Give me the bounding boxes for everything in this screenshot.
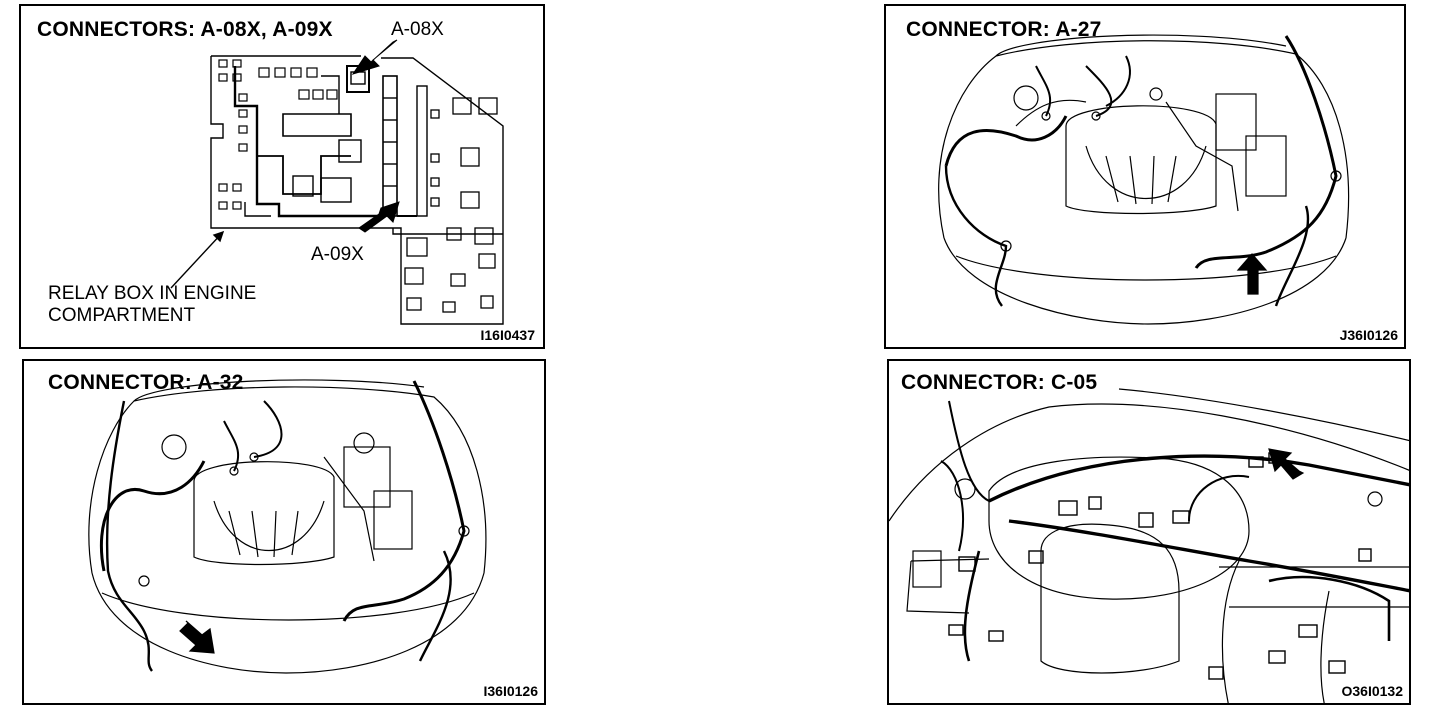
diagram-panel-a32: CONNECTOR: A-32 I36I0126 — [22, 359, 546, 705]
panel-title: CONNECTOR: A-32 — [48, 371, 244, 394]
figure-code: J36I0126 — [1339, 327, 1398, 343]
relay-box-drawing — [170, 39, 504, 325]
location-label-line-2: COMPARTMENT — [48, 305, 196, 326]
callout-a09x: A-09X — [311, 244, 364, 265]
panel-title: CONNECTOR: C-05 — [901, 371, 1098, 394]
location-label-line-1: RELAY BOX IN ENGINE — [48, 283, 257, 304]
engine-compartment-drawing — [938, 34, 1350, 325]
dashboard-harness-drawing — [889, 388, 1409, 703]
figure-code: I16I0437 — [480, 327, 536, 343]
callout-a08x: A-08X — [391, 19, 444, 40]
diagram-panel-a27: CONNECTOR: A-27 J36I0126 — [884, 4, 1406, 349]
engine-compartment-drawing — [88, 379, 487, 674]
panel-title: CONNECTORS: A-08X, A-09X — [37, 18, 333, 41]
diagram-panel-c05: CONNECTOR: C-05 O36I0132 — [887, 359, 1411, 705]
figure-code: I36I0126 — [483, 683, 539, 699]
diagram-panel-relay-box: CONNECTORS: A-08X, A-09X A-08X A-09X REL… — [19, 4, 545, 349]
panel-title: CONNECTOR: A-27 — [906, 18, 1102, 41]
figure-code: O36I0132 — [1341, 683, 1404, 699]
